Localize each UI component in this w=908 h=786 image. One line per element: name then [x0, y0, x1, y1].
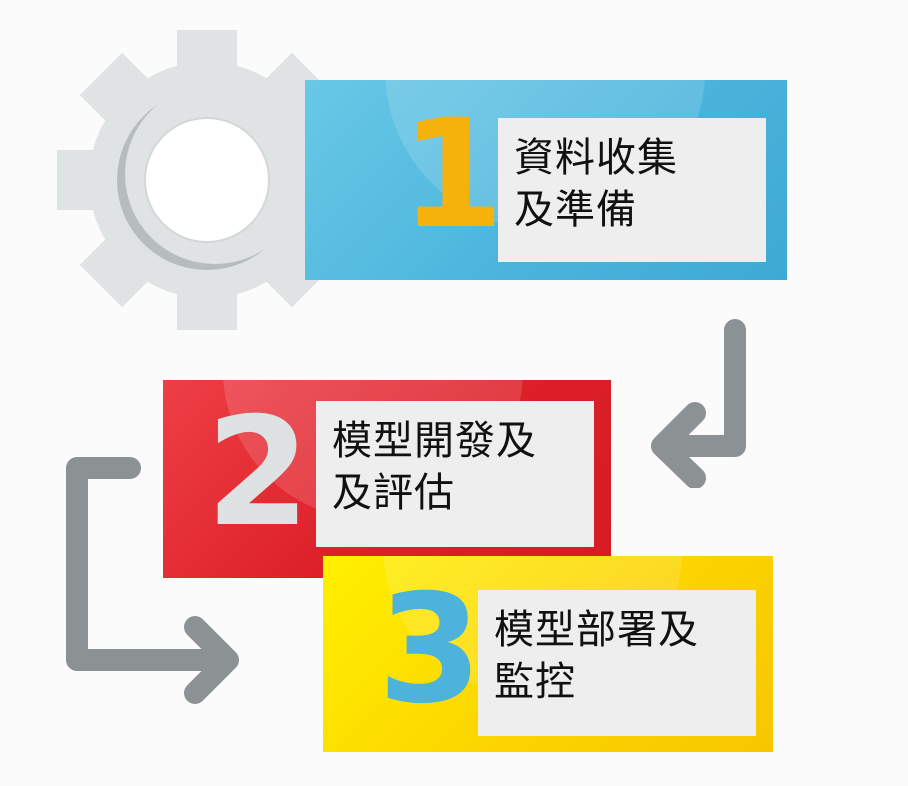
arrow-turn-down-left-icon	[651, 319, 746, 488]
step-2-label-line-2: 及評估	[332, 470, 455, 516]
step-2-label: 模型開發及 及評估	[316, 401, 594, 547]
gear-icon	[57, 30, 357, 330]
step-2-number: 2	[205, 386, 311, 560]
step-3-label-line-2: 監控	[494, 659, 576, 705]
step-2-label-line-1: 模型開發及	[332, 418, 537, 464]
step-1-label-line-2: 及準備	[514, 187, 637, 233]
step-3-label: 模型部署及 監控	[478, 590, 756, 736]
step-1-label-line-1: 資料收集	[514, 135, 678, 181]
step-1-label: 資料收集 及準備	[498, 118, 766, 262]
step-3-number: 3	[377, 563, 483, 737]
arrow-turn-down-right-icon	[66, 457, 239, 704]
step-3-label-line-1: 模型部署及	[494, 607, 699, 653]
step-1-number: 1	[400, 88, 505, 262]
